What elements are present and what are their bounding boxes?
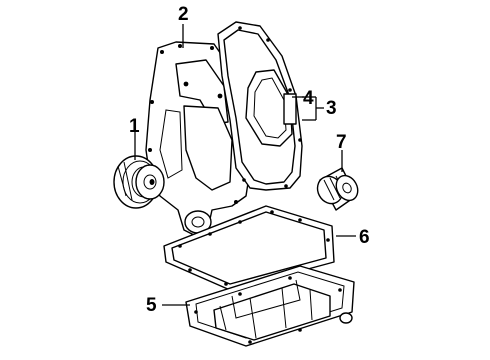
callout-labels: 1 2 3 4 5 6 7 <box>129 4 370 316</box>
callout-7: 7 <box>336 132 347 153</box>
callout-4: 4 <box>303 88 314 109</box>
callout-3: 3 <box>326 98 337 119</box>
oil-filter <box>316 167 359 211</box>
callout-1: 1 <box>129 116 140 137</box>
oil-pan <box>185 265 355 347</box>
leader-lines <box>134 24 356 306</box>
callout-5: 5 <box>146 295 157 316</box>
crankshaft-pulley <box>113 155 165 209</box>
callout-2: 2 <box>178 4 189 25</box>
inner-gasket <box>245 69 297 147</box>
callout-6: 6 <box>359 227 370 248</box>
